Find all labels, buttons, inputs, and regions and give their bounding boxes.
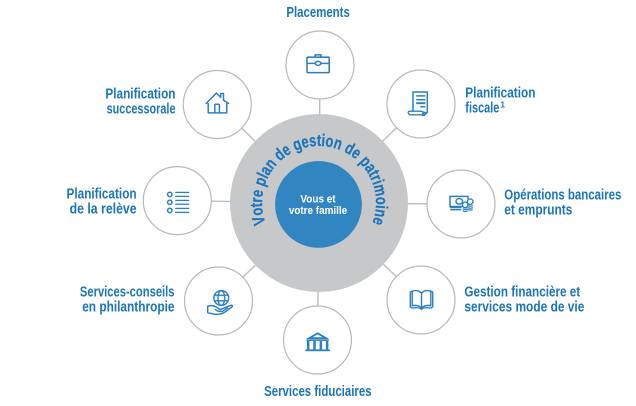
svg-text:i: i xyxy=(371,205,390,210)
svg-text:e: e xyxy=(299,132,310,152)
svg-text:1: 1 xyxy=(500,100,505,110)
svg-text:Opérations bancaires: Opérations bancaires xyxy=(504,188,621,204)
svg-text:fiscale: fiscale xyxy=(465,101,499,117)
svg-text:t: t xyxy=(317,131,321,150)
svg-text:t: t xyxy=(247,203,266,208)
svg-text:l: l xyxy=(254,170,273,182)
svg-text:et emprunts: et emprunts xyxy=(504,203,572,219)
svg-text:o: o xyxy=(248,206,268,217)
svg-text:Planification: Planification xyxy=(465,86,535,102)
svg-text:m: m xyxy=(369,183,390,198)
svg-text:successorale: successorale xyxy=(107,102,176,118)
svg-text:Gestion financière et: Gestion financière et xyxy=(464,284,580,300)
svg-text:o: o xyxy=(324,132,335,152)
svg-text:de la relève: de la relève xyxy=(70,201,137,217)
svg-text:n: n xyxy=(370,208,390,219)
svg-text:r: r xyxy=(247,197,266,203)
svg-text:i: i xyxy=(321,131,326,150)
svg-text:Planification: Planification xyxy=(67,186,137,202)
svg-text:i: i xyxy=(368,177,387,187)
svg-text:e: e xyxy=(248,188,268,198)
svg-text:Planification: Planification xyxy=(105,86,175,102)
svg-text:Services-conseils: Services-conseils xyxy=(80,285,175,301)
svg-text:s: s xyxy=(308,131,317,151)
svg-text:Placements: Placements xyxy=(286,5,349,21)
svg-text:Services fiduciaires: Services fiduciaires xyxy=(264,384,372,400)
svg-text:services mode de vie: services mode de vie xyxy=(464,299,584,315)
svg-text:votre famille: votre famille xyxy=(289,205,347,217)
svg-text:Vous et: Vous et xyxy=(300,194,335,206)
svg-text:o: o xyxy=(371,196,390,205)
svg-text:en philanthropie: en philanthropie xyxy=(82,300,174,316)
